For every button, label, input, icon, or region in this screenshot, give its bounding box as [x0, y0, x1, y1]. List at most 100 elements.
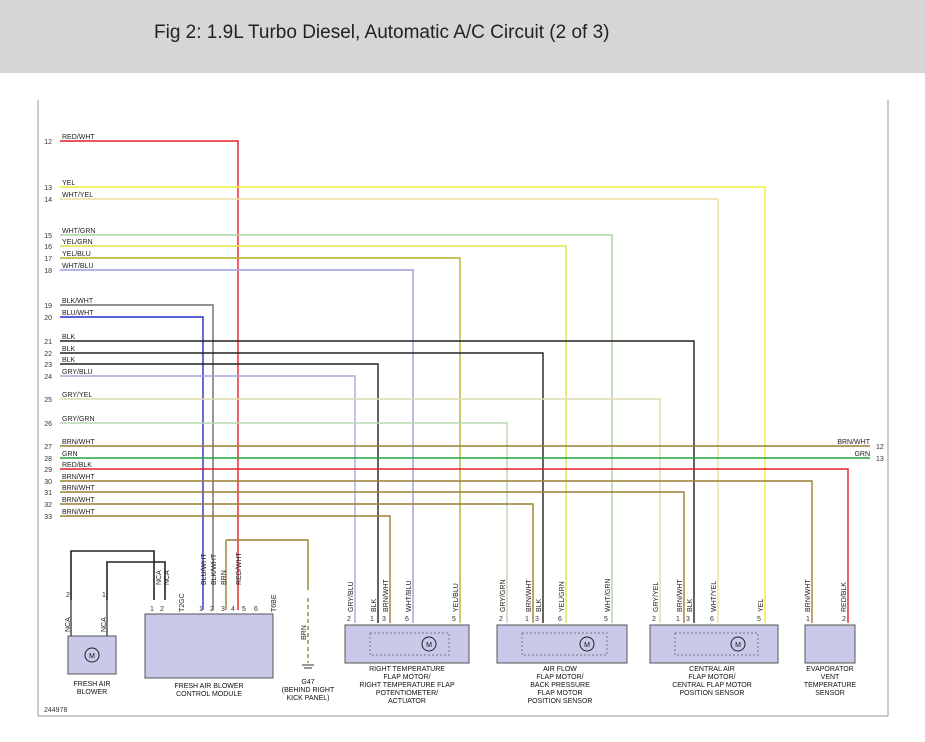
wire-label-31: BRN/WHT — [62, 485, 95, 492]
right_temp_flap-motor-letter: M — [426, 642, 432, 649]
central_air_flap-label-line: CENTRAL AIR — [689, 666, 735, 673]
right-label-0: BRN/WHT — [837, 439, 870, 446]
air_flow_flap-motor — [579, 636, 595, 652]
blower-pin-1: 1 — [102, 592, 106, 599]
wire-13 — [60, 186, 766, 623]
wire-label-33: BRN/WHT — [62, 509, 95, 516]
blower-motor-letter: M — [89, 653, 95, 660]
blower-wire-2 — [70, 550, 155, 600]
evap-label-line: SENSOR — [815, 690, 845, 697]
blower-motor-symbol — [84, 647, 100, 663]
wire-14 — [60, 198, 719, 623]
air_flow_flap-wire-label: YEL/GRN — [559, 581, 566, 612]
ground-wire-label: BRN — [301, 625, 308, 640]
wire-label-22: BLK — [62, 346, 76, 353]
wire-22 — [60, 352, 544, 623]
right_temp_flap-label-line: ACTUATOR — [388, 698, 426, 705]
ground-label-line: (BEHIND RIGHT — [282, 687, 335, 694]
right_temp_flap-pin-5: 5 — [452, 616, 456, 623]
right_temp_flap-label-line: FLAP MOTOR/ — [383, 674, 430, 681]
wire-15 — [60, 234, 613, 623]
right_temp_flap-wire-label: BRN/WHT — [383, 579, 390, 612]
fresh-air-blower-box — [67, 635, 117, 675]
cm-wire-blkwht: BLK/WHT — [211, 553, 218, 585]
wire-pin-16: 16 — [44, 244, 52, 251]
central_air_flap-wire-label: BLK — [687, 598, 694, 612]
blower-wire-1 — [106, 561, 166, 600]
evap-sensor-box — [804, 624, 856, 664]
wire-label-16: YEL/GRN — [62, 239, 93, 246]
wire-label-24: GRY/BLU — [62, 369, 93, 376]
ground-name: G47 — [301, 679, 314, 686]
central_air_flap-pin-6: 6 — [710, 616, 714, 623]
central_air_flap-pin-3: 3 — [686, 616, 690, 623]
cm-pin-2: 2 — [160, 606, 164, 613]
wire-label-32: BRN/WHT — [62, 497, 95, 504]
cm-pin-1: 1 — [199, 606, 203, 613]
evap-label-line: EVAPORATOR — [806, 666, 853, 673]
central_air_flap-pin-2: 2 — [652, 616, 656, 623]
wire-16 — [60, 245, 567, 623]
wire-pin-32: 32 — [44, 502, 52, 509]
right_temp_flap-pin-6: 6 — [405, 616, 409, 623]
evap-label-line: VENT — [821, 674, 840, 681]
right-pin-0: 12 — [876, 444, 884, 451]
wire-pin-28: 28 — [44, 456, 52, 463]
wire-pin-24: 24 — [44, 374, 52, 381]
wire-pin-14: 14 — [44, 197, 52, 204]
wire-pin-18: 18 — [44, 268, 52, 275]
wire-label-28: GRN — [62, 451, 78, 458]
wire-pin-27: 27 — [44, 444, 52, 451]
wire-label-14: WHT/YEL — [62, 192, 93, 199]
wire-12 — [60, 140, 239, 610]
air_flow_flap-pin-6: 6 — [558, 616, 562, 623]
cm-pin-6: 6 — [254, 606, 258, 613]
central_air_flap-wire-label: GRY/YEL — [653, 582, 660, 612]
wire-label-17: YEL/BLU — [62, 251, 91, 258]
air_flow_flap-pin-3: 3 — [535, 616, 539, 623]
central_air_flap-pin-1: 1 — [676, 616, 680, 623]
control-module-box — [144, 613, 274, 679]
blower-label-line: BLOWER — [77, 689, 107, 696]
wire-23 — [60, 363, 379, 623]
central_air_flap-label-line: POSITION SENSOR — [680, 690, 745, 697]
wire-25 — [60, 398, 661, 623]
wire-label-19: BLK/WHT — [62, 298, 94, 305]
air_flow_flap-label-line: FLAP MOTOR/ — [536, 674, 583, 681]
central_air_flap-wire-label: WHT/YEL — [711, 581, 718, 612]
wire-29 — [60, 468, 849, 623]
wire-20 — [60, 316, 204, 610]
cm-pin-4: 4 — [231, 606, 235, 613]
right_temp_flap-wire-label: WHT/BLU — [406, 581, 413, 613]
evap-wire-label: BRN/WHT — [805, 579, 812, 612]
wire-18 — [60, 269, 414, 623]
air_flow_flap-wire-label: GRY/GRN — [500, 579, 507, 612]
central_air_flap-motor — [730, 636, 746, 652]
evap-pin-2: 2 — [842, 616, 846, 623]
wire-21 — [60, 340, 695, 623]
central_air_flap-pin-5: 5 — [757, 616, 761, 623]
wire-pin-15: 15 — [44, 233, 52, 240]
air_flow_flap-motor-letter: M — [584, 642, 590, 649]
air_flow_flap-pin-1: 1 — [525, 616, 529, 623]
wire-26 — [60, 422, 508, 623]
air_flow_flap-box — [496, 624, 628, 664]
right_temp_flap-pin-2: 2 — [347, 616, 351, 623]
cm-wire-brn: BRN — [221, 570, 228, 585]
central_air_flap-wire-label: YEL — [758, 599, 765, 612]
cm-nca-a: NCA — [156, 570, 163, 585]
central_air_flap-label-line: FLAP MOTOR/ — [688, 674, 735, 681]
evap-wire-label: RED/BLK — [841, 582, 848, 612]
blower-pin-2: 2 — [66, 592, 70, 599]
air_flow_flap-label-line: FLAP MOTOR — [537, 690, 582, 697]
cm-connector-1: T2GC — [179, 593, 186, 612]
evap-label-line: TEMPERATURE — [804, 682, 857, 689]
right_temp_flap-label-line: POTENTIOMETER/ — [376, 690, 438, 697]
cm-pin-3: 3 — [221, 606, 225, 613]
air_flow_flap-wire-label: BRN/WHT — [526, 579, 533, 612]
central_air_flap-wire-label: BRN/WHT — [677, 579, 684, 612]
right_temp_flap-pin-3: 3 — [382, 616, 386, 623]
blower-nca-1: NCA — [65, 617, 72, 632]
wire-pin-21: 21 — [44, 339, 52, 346]
wire-pin-25: 25 — [44, 397, 52, 404]
